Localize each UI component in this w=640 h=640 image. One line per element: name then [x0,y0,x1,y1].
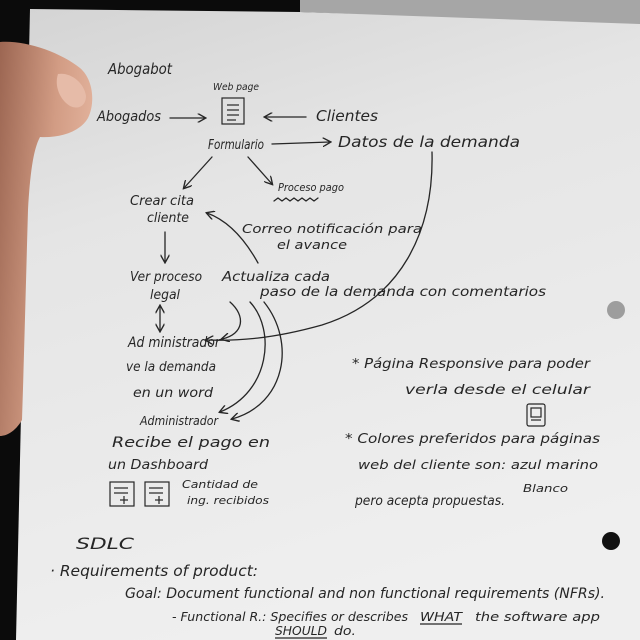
clientes-label: Clientes [316,107,378,125]
thumbnail [56,73,86,108]
correo-label: el avance [277,238,347,252]
arrow-actualiza-to-administrador [232,301,283,419]
report-icon-frame [144,481,170,507]
arrow-actualiza-to-administrador [220,301,266,412]
arrow-formulario-to-pago [247,156,272,184]
abogados-label: Abogados [96,109,161,125]
colores-note: * Colores preferidos para páginas [345,432,600,447]
functional-should: SHOULD [275,624,327,638]
admin-ve-label: Ad ministrador [127,335,221,351]
colores-note: Blanco [523,482,568,495]
correo-label: Correo notificación para [242,222,422,236]
report-icon [144,481,170,507]
wall-background [300,0,640,26]
administrador-label: Administrador [139,414,219,428]
phone-icon [526,403,546,427]
functional-line: - Functional R.: Specifies or describes [172,610,408,624]
punch-hole [607,301,625,319]
responsive-note: * Página Responsive para poder [352,357,592,372]
document-icon-frame [221,97,245,125]
arrow-actualiza-to-admin [222,301,241,339]
goal-line: Goal: Document functional and non functi… [125,586,605,602]
actualiza-label: Actualiza cada [221,270,330,285]
document-icon [221,97,245,125]
admin-ve-label: en un word [133,386,214,401]
functional-line: the software app [475,610,600,624]
report-icon-frame [109,481,135,507]
formulario-label: Formulario [208,138,264,153]
arrow-actualiza-to-cliente [207,213,259,264]
datos-demanda-label: Datos de la demanda [338,133,520,151]
requirements-item: · Requirements of product: [50,562,258,580]
recibe-pago-label: un Dashboard [108,458,209,473]
actualiza-label: paso de la demanda con comentarios [259,285,546,300]
phone-icon-screen [530,407,542,418]
punch-hole [602,532,620,550]
functional-what: WHAT [420,610,464,624]
phone-icon-frame [526,403,546,427]
functional-line: do. [334,624,356,638]
crear-cita-label: Crear cita [130,194,194,209]
hand [0,41,93,436]
scribble [273,197,319,202]
admin-ve-label: ve la demanda [126,360,216,375]
arrow-formulario-to-cita [184,156,213,188]
cantidad-label: Cantidad de [182,478,258,491]
arrow-formulario-to-datos [271,142,330,144]
cantidad-label: ing. recibidos [187,494,269,507]
arrow-datos-to-admin [206,151,433,340]
notes-title: Abogabot [107,60,173,78]
colores-note: pero acepta propuestas. [354,494,505,509]
ver-proceso-label: Ver proceso [130,270,202,285]
colores-note: web del cliente son: azul marino [358,458,598,472]
web-page-label: Web page [213,82,259,93]
sdlc-heading: SDLC [76,534,135,553]
crear-cita-label: cliente [147,211,189,226]
responsive-note: verla desde el celular [405,383,592,398]
paper-sheet [16,9,640,640]
ver-proceso-label: legal [150,288,180,303]
proceso-pago-label: Proceso pago [278,181,344,194]
report-icon [109,481,135,507]
recibe-pago-label: Recibe el pago en [112,435,270,451]
